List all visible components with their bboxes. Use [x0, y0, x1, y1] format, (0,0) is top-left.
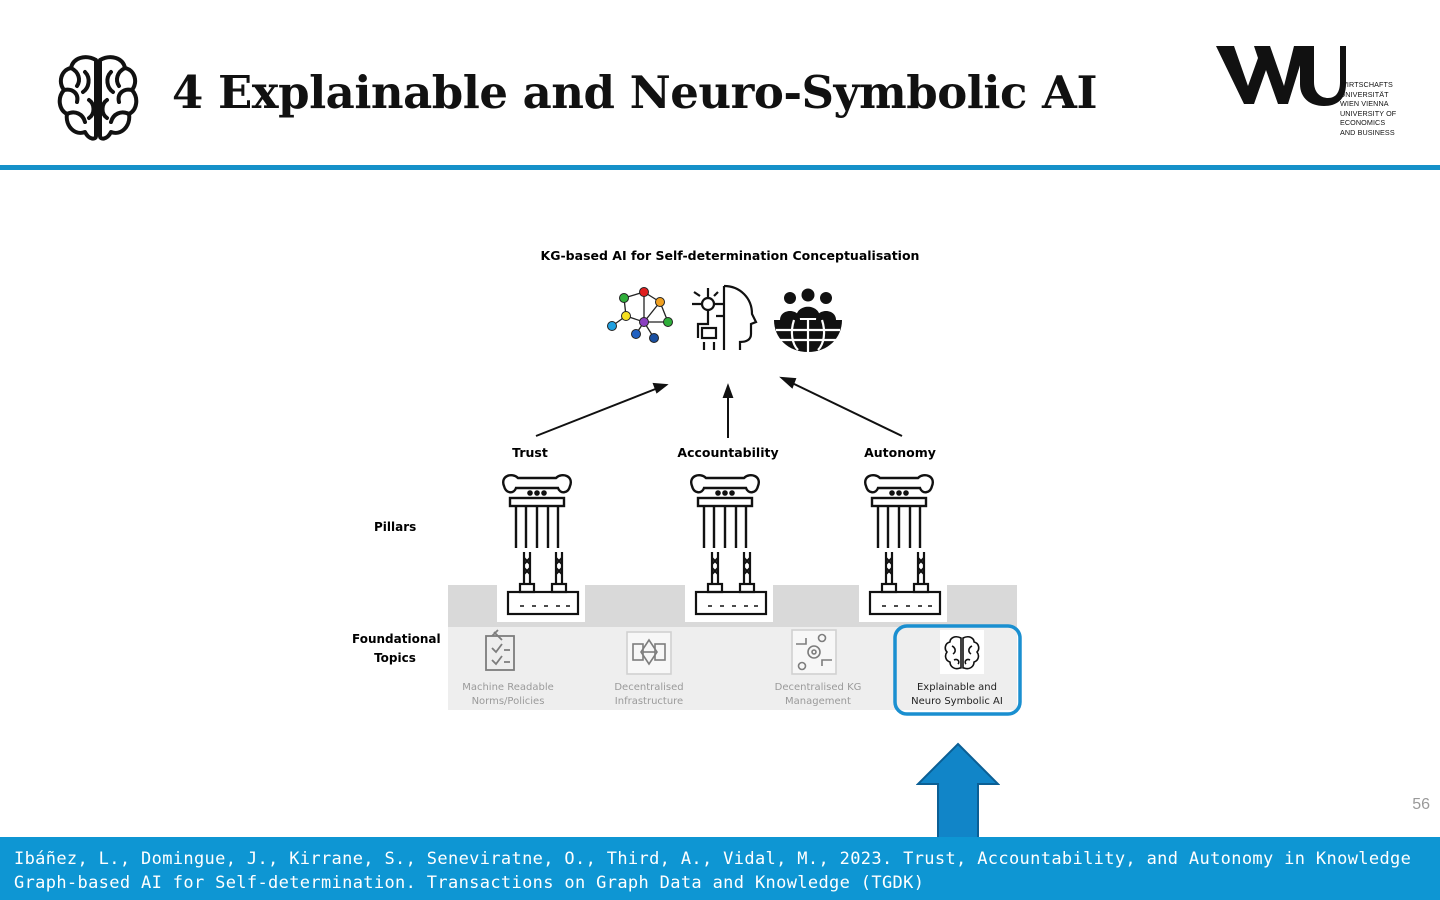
- row-label-foundational-topics: Foundational Topics: [352, 630, 441, 668]
- wu-logo-line: WIEN VIENNA: [1340, 99, 1389, 108]
- header-rule: [0, 165, 1440, 170]
- community-globe-icon: [774, 288, 842, 352]
- topic-label-infrastructure: Decentralised Infrastructure: [614, 681, 683, 709]
- slide-header: 4 Explainable and Neuro-Symbolic AI WIRT…: [0, 0, 1440, 165]
- framework-diagram: KG-based AI for Self-determination Conce…: [340, 240, 1040, 730]
- pillar-label-trust: Trust: [512, 445, 548, 460]
- wu-logo-line: AND BUSINESS: [1340, 127, 1395, 137]
- pillar-base-card: [685, 548, 773, 622]
- pillar-icon: [864, 474, 934, 550]
- pillar-base-icon: [694, 552, 768, 616]
- topic-label-kg-management: Decentralised KG Management: [775, 681, 862, 709]
- up-arrow-icon: [916, 742, 1000, 838]
- wu-logo-line: UNIVERSITÄT: [1340, 89, 1389, 99]
- slide-title: 4 Explainable and Neuro-Symbolic AI: [172, 66, 1098, 119]
- pillar-label-autonomy: Autonomy: [864, 445, 936, 460]
- topic-label-line: Neuro Symbolic AI: [911, 696, 1003, 707]
- people-gear-icon: [791, 629, 837, 675]
- pillar-base-card: [859, 548, 947, 622]
- pillar-base-icon: [506, 552, 580, 616]
- pillar-icon: [690, 474, 760, 550]
- pillar-icon: [502, 474, 572, 550]
- wu-logo-line: ECONOMICS: [1340, 118, 1386, 127]
- row-label-line: Topics: [374, 651, 416, 665]
- wu-logo-mark: [1216, 46, 1346, 106]
- highlight-box: [893, 624, 1022, 716]
- topic-label-line: Machine Readable: [462, 682, 554, 693]
- knowledge-graph-icon: [607, 287, 673, 343]
- pillar-base-icon: [868, 552, 942, 616]
- checklist-gavel-icon: [485, 629, 515, 671]
- citation-text: Ibáñez, L., Domingue, J., Kirrane, S., S…: [14, 849, 1412, 893]
- pillar-arrows: [535, 376, 903, 438]
- row-label-pillars: Pillars: [374, 520, 417, 534]
- network-devices-icon: [626, 631, 672, 675]
- topic-label-line: Management: [785, 696, 851, 707]
- topic-label-line: Infrastructure: [614, 696, 684, 707]
- topic-label-norms: Machine Readable Norms/Policies: [462, 681, 554, 709]
- citation-footer: Ibáñez, L., Domingue, J., Kirrane, S., S…: [0, 837, 1440, 900]
- diagram-title: KG-based AI for Self-determination Conce…: [540, 248, 920, 263]
- row-label-line: Foundational: [352, 632, 441, 646]
- wu-logo-text: WIRTSCHAFTS UNIVERSITÄT WIEN VIENNA UNIV…: [1340, 80, 1410, 137]
- topic-label-line: Explainable and: [916, 682, 997, 693]
- topic-label-explainable-ai: Explainable and Neuro Symbolic AI: [911, 681, 1003, 709]
- brain-icon: [940, 630, 984, 674]
- diagram-graphics: [448, 284, 1022, 716]
- wu-logo-line: WIRTSCHAFTS: [1340, 80, 1393, 89]
- topics-panel: [448, 627, 1017, 710]
- ai-head-icon: [692, 284, 758, 350]
- topic-label-line: Decentralised: [614, 682, 684, 693]
- pillar-base-card: [497, 548, 585, 622]
- brain-icon: [57, 55, 139, 141]
- pillar-label-accountability: Accountability: [677, 445, 779, 460]
- topic-label-line: Norms/Policies: [471, 696, 545, 707]
- topic-label-line: Decentralised KG: [774, 682, 862, 693]
- wu-logo: WIRTSCHAFTS UNIVERSITÄT WIEN VIENNA UNIV…: [1214, 42, 1404, 146]
- page-number: 56: [1412, 796, 1430, 813]
- wu-logo-line: UNIVERSITY OF: [1340, 108, 1397, 118]
